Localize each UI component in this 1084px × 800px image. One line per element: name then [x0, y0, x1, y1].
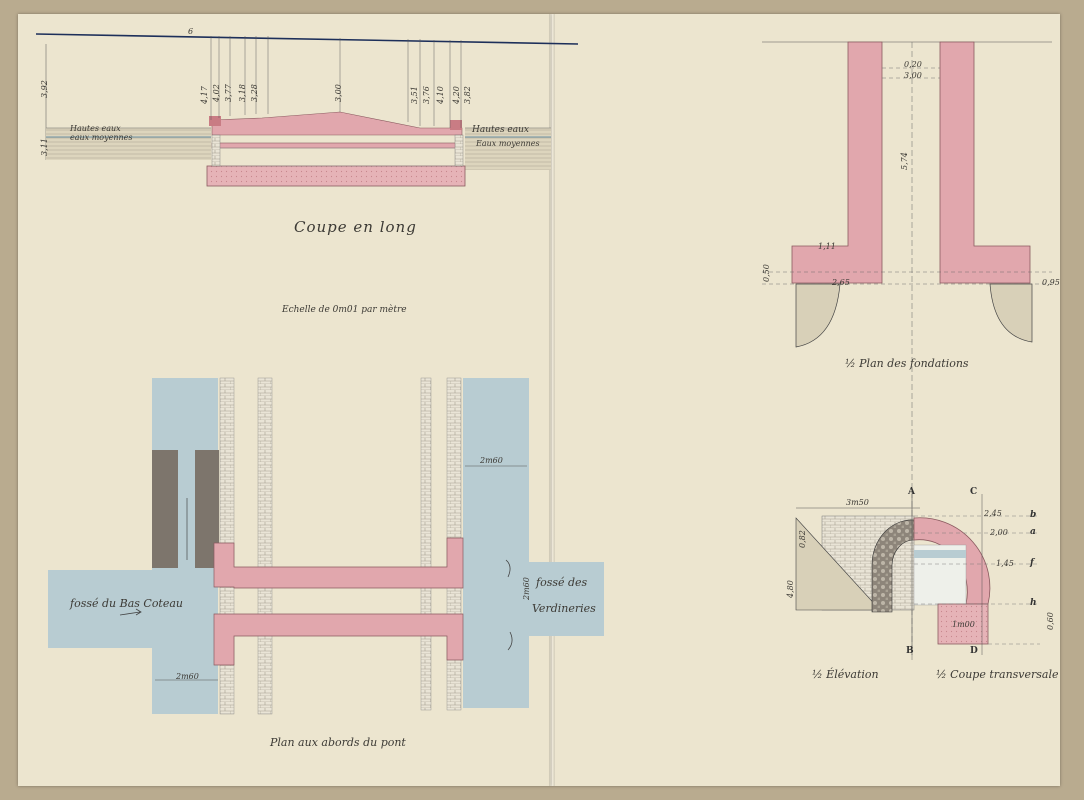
elev-dim-480: 4,80 [786, 580, 795, 598]
right-sheet [552, 14, 1060, 786]
approach-plan [48, 377, 604, 715]
elev-dim-base: 1m00 [952, 620, 975, 629]
letter-B: B [906, 646, 914, 656]
fond-dim-300: 3,00 [904, 71, 922, 80]
dim-300: 3,00 [334, 84, 343, 102]
ditch-verdineries [529, 562, 604, 636]
elevation-section [795, 494, 1040, 655]
eaux-moyennes-right: Eaux moyennes [476, 139, 540, 148]
plan-dim-top: 2m60 [480, 456, 503, 465]
letter-A: A [908, 487, 915, 497]
dim-382: 3,82 [463, 86, 472, 104]
top-reference-line [35, 33, 579, 45]
elev-dim-245: 2,45 [984, 509, 1002, 518]
water-band-left [46, 128, 211, 160]
plan-dim-side: 2m60 [522, 577, 531, 600]
elev-dim-060: 0,60 [1046, 612, 1055, 630]
fosse-des: fossé des [536, 576, 588, 589]
letter-D: D [970, 646, 978, 656]
foundation-wing-right [939, 41, 1031, 284]
dim-420: 4,20 [452, 86, 461, 104]
cross-section-footing [937, 603, 989, 645]
quarter-cone-right [989, 283, 1033, 343]
fond-dim-111: 1,11 [818, 242, 836, 251]
right-ditch-vertical [463, 378, 529, 708]
fondations-title: ½ Plan des fondations [845, 357, 969, 370]
foundation-wing-left [791, 41, 883, 284]
foundation-plan [762, 41, 1052, 660]
foundation-slab [206, 165, 466, 187]
coupe-transversale-title: ½ Coupe transversale [936, 668, 1059, 681]
dim-6: 6 [188, 27, 194, 36]
ditch-bas-coteau [48, 570, 213, 648]
elev-dim-200: 2,00 [990, 528, 1008, 537]
dim-402: 4,02 [212, 84, 221, 102]
letter-f: f [1030, 558, 1034, 568]
plan-title: Plan aux abords du pont [270, 736, 406, 749]
hautes-eaux-left: Hautes eaux [70, 124, 121, 133]
upstream-headwall [213, 537, 464, 589]
letter-b: b [1030, 510, 1037, 520]
scale-note: Echelle de 0m01 par mètre [282, 305, 407, 315]
fosse-bas-coteau: fossé du Bas Coteau [70, 597, 184, 610]
fond-dim-020: 0,20 [904, 60, 922, 69]
downstream-headwall [213, 613, 464, 666]
dim-410: 4,10 [436, 86, 445, 104]
dim-417: 4,17 [200, 86, 209, 104]
elev-dim-082: 0,82 [798, 530, 807, 548]
hautes-eaux-right: Hautes eaux [472, 125, 529, 135]
letter-a: a [1030, 527, 1036, 537]
fond-dim-095: 0,95 [1042, 278, 1060, 287]
fond-dim-574: 5,74 [900, 152, 909, 170]
fosse-verdineries: Verdineries [532, 602, 596, 615]
dim-318: 3,18 [238, 84, 247, 102]
dim-351: 3,51 [410, 86, 419, 104]
dim-311: 3,11 [40, 138, 49, 156]
fond-dim-265: 2,65 [832, 278, 850, 287]
fold-gutter [549, 14, 555, 786]
letter-h: h [1030, 598, 1037, 608]
letter-C: C [970, 487, 978, 497]
dim-377: 3,77 [224, 84, 233, 102]
elev-dim-span: 3m50 [846, 498, 869, 507]
elev-dim-145: 1,45 [996, 559, 1014, 568]
dim-328: 3,28 [250, 84, 259, 102]
plan-dim-bottom: 2m60 [176, 672, 199, 681]
water-band-right [465, 128, 551, 170]
deck-profile [211, 111, 463, 136]
coupe-title: Coupe en long [294, 218, 417, 236]
dim-376: 3,76 [422, 86, 431, 104]
eaux-moyennes-left: eaux moyennes [70, 133, 133, 142]
dim-392: 3,92 [40, 80, 49, 98]
quarter-cone-left [795, 283, 841, 348]
elevation-title: ½ Élévation [812, 668, 879, 681]
stone-pier-left [152, 450, 178, 568]
longitudinal-section [35, 33, 579, 187]
fond-dim-050: 0,50 [762, 264, 771, 282]
